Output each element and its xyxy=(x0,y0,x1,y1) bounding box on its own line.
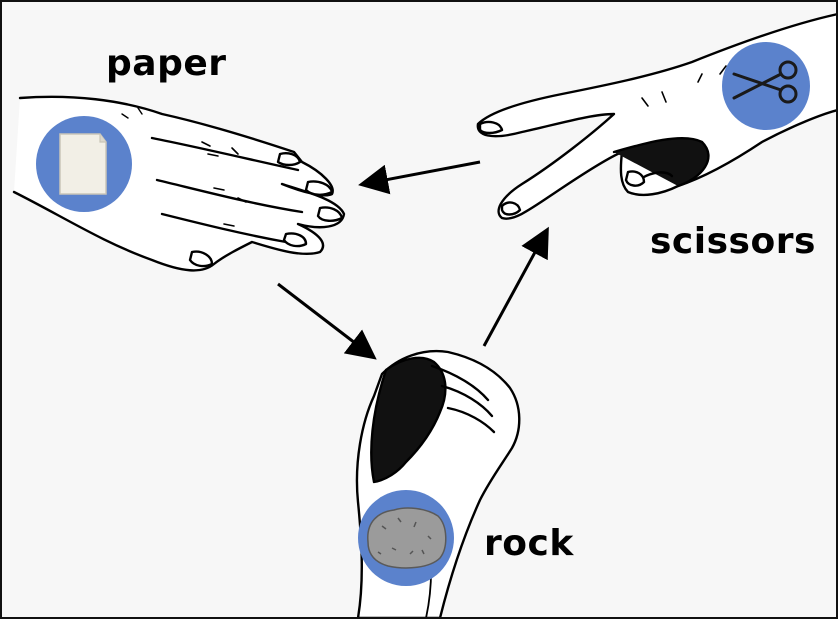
arrow-scissors-to-paper xyxy=(364,162,480,184)
arrow-rock-to-scissors xyxy=(484,232,546,346)
arrow-paper-to-rock xyxy=(278,284,372,356)
scissors-badge xyxy=(722,42,810,130)
paper-sheet-icon xyxy=(60,134,106,194)
scissors-label: scissors xyxy=(650,224,816,260)
rock-icon xyxy=(368,508,446,568)
rock-badge xyxy=(358,490,454,586)
rock-label: rock xyxy=(484,526,574,562)
paper-badge xyxy=(36,116,132,212)
paper-label: paper xyxy=(106,46,227,82)
